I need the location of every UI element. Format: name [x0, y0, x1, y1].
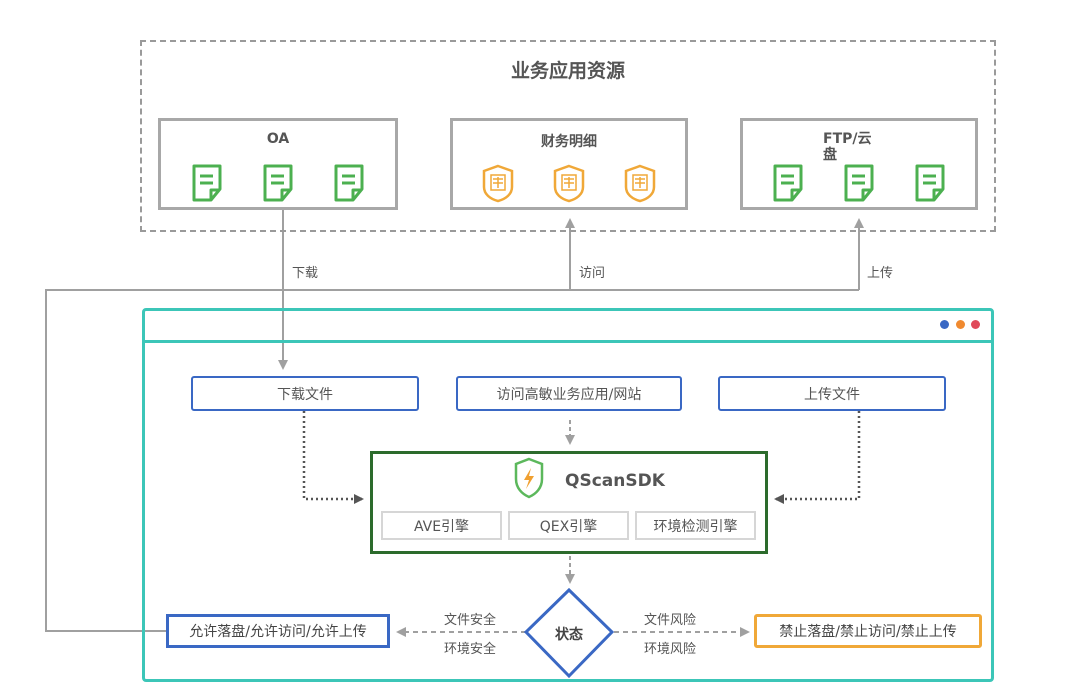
document-icon — [770, 163, 806, 203]
decision-diamond — [523, 587, 615, 679]
resource-icons-finance — [453, 163, 685, 203]
business-resources-title: 业务应用资源 — [510, 60, 625, 82]
resource-box-oa: OA — [158, 118, 398, 210]
document-icon — [912, 163, 948, 203]
action-upload-file: 上传文件 — [718, 376, 946, 411]
business-resources-area — [140, 40, 996, 232]
secret-shield-icon — [622, 163, 658, 203]
window-dot-orange — [956, 320, 965, 329]
result-deny-box: 禁止落盘/禁止访问/禁止上传 — [754, 614, 982, 648]
action-access-app: 访问高敏业务应用/网站 — [456, 376, 682, 411]
resource-label-finance: 财务明细 — [541, 134, 597, 150]
resource-box-ftp: FTP/云盘 — [740, 118, 978, 210]
resource-box-finance: 财务明细 — [450, 118, 688, 210]
qscansdk-title: QScanSDK — [565, 471, 665, 491]
edge-label-upload: 上传 — [867, 266, 894, 281]
edge-label-download: 下载 — [292, 266, 319, 281]
document-icon — [331, 163, 367, 203]
edge-label-access: 访问 — [579, 266, 606, 281]
window-dot-blue — [940, 320, 949, 329]
resource-icons-oa — [161, 163, 395, 203]
safe-label-env: 环境安全 — [444, 642, 497, 657]
engine-env-detect: 环境检测引擎 — [635, 511, 756, 540]
result-allow-box: 允许落盘/允许访问/允许上传 — [166, 614, 390, 648]
engine-ave: AVE引擎 — [381, 511, 502, 540]
resource-label-ftp: FTP/云盘 — [823, 131, 872, 163]
document-icon — [260, 163, 296, 203]
download-to-sdk-line — [302, 411, 364, 504]
window-dot-red — [971, 320, 980, 329]
app-window — [142, 308, 994, 682]
resource-label-oa: OA — [266, 131, 290, 147]
allow-feedback-line — [45, 289, 859, 632]
document-icon — [189, 163, 225, 203]
secret-shield-icon — [480, 163, 516, 203]
engine-qex: QEX引擎 — [508, 511, 629, 540]
risk-label-file: 文件风险 — [644, 613, 697, 628]
decision-label: 状态 — [555, 627, 583, 643]
resource-icons-ftp — [743, 163, 975, 203]
document-icon — [841, 163, 877, 203]
action-download-file: 下载文件 — [191, 376, 419, 411]
app-titlebar — [142, 308, 994, 343]
risk-label-env: 环境风险 — [644, 642, 697, 657]
shield-bolt-icon — [513, 457, 545, 499]
secret-shield-icon — [551, 163, 587, 203]
safe-label-file: 文件安全 — [444, 613, 497, 628]
